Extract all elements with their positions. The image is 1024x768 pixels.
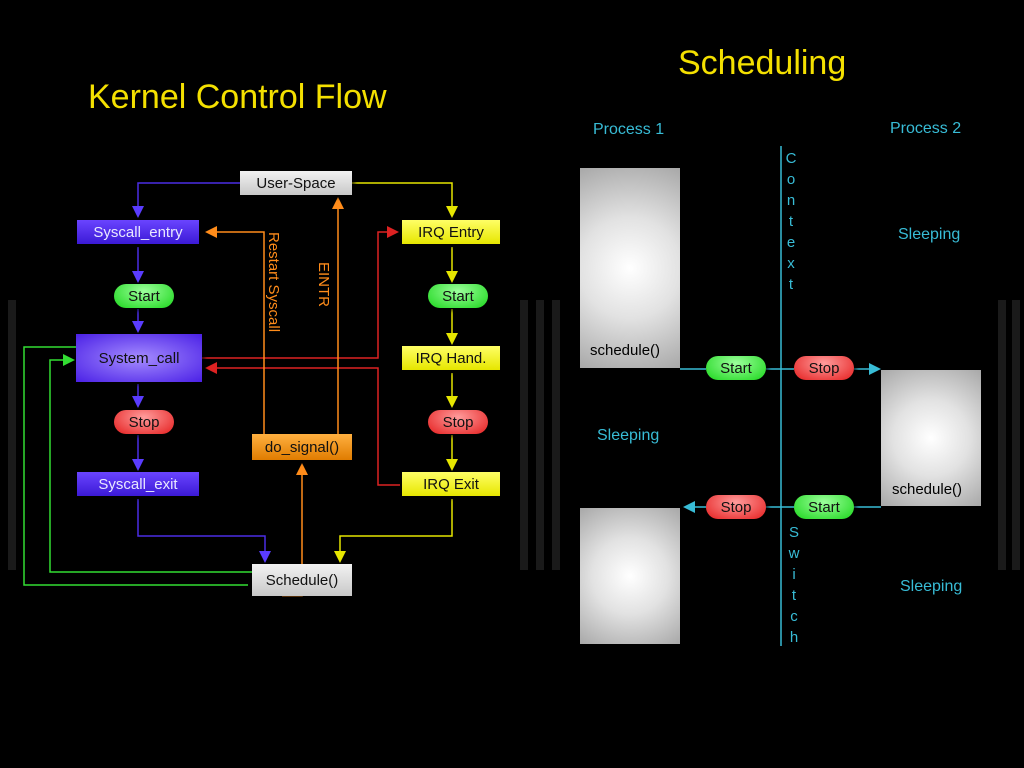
decorative-bar bbox=[552, 300, 560, 570]
sched-start-bottom-pill: Start bbox=[794, 495, 854, 519]
decorative-bar bbox=[1012, 300, 1020, 570]
irq-entry-box: IRQ Entry bbox=[402, 220, 500, 244]
process2-running-block bbox=[881, 370, 981, 506]
decorative-bar bbox=[520, 300, 528, 570]
stop-right-pill: Stop bbox=[428, 410, 488, 434]
kernel-flow-title: Kernel Control Flow bbox=[88, 78, 387, 116]
do-signal-box: do_signal() bbox=[252, 434, 352, 460]
process2-schedule-label: schedule() bbox=[892, 481, 963, 498]
switch-letter: h bbox=[789, 629, 799, 646]
switch-letter: c bbox=[790, 608, 798, 625]
process2-sleeping-top-label: Sleeping bbox=[898, 226, 961, 243]
start-right-pill: Start bbox=[428, 284, 488, 308]
start-left-pill: Start bbox=[114, 284, 174, 308]
decorative-bar bbox=[536, 300, 544, 570]
process1-running-block-top bbox=[580, 168, 680, 368]
sched-stop-top-pill: Stop bbox=[794, 356, 854, 380]
eintr-label: EINTR bbox=[315, 262, 332, 307]
process2-label: Process 2 bbox=[890, 120, 962, 137]
context-letter: C bbox=[785, 150, 797, 167]
switch-letter: t bbox=[791, 587, 797, 604]
context-letter: o bbox=[786, 171, 796, 188]
schedule-box: Schedule() bbox=[252, 564, 352, 596]
restart-syscall-label: Restart Syscall bbox=[265, 232, 282, 333]
irq-hand-box: IRQ Hand. bbox=[402, 346, 500, 370]
context-letter: e bbox=[786, 234, 796, 251]
syscall-entry-box: Syscall_entry bbox=[77, 220, 199, 244]
context-letter: t bbox=[788, 276, 794, 293]
context-letter: t bbox=[788, 213, 794, 230]
process2-sleeping-bottom-label: Sleeping bbox=[900, 578, 963, 595]
scheduling-title: Scheduling bbox=[678, 44, 847, 82]
context-letter: x bbox=[787, 255, 795, 272]
switch-letter: S bbox=[788, 524, 799, 541]
process1-running-block-bottom bbox=[580, 508, 680, 644]
sched-stop-bottom-pill: Stop bbox=[706, 495, 766, 519]
decorative-bar bbox=[998, 300, 1006, 570]
user-space-box: User-Space bbox=[240, 171, 352, 195]
switch-letter: i bbox=[792, 566, 796, 583]
process1-sleeping-label: Sleeping bbox=[597, 427, 660, 444]
decorative-bar bbox=[8, 300, 16, 570]
switch-letter: w bbox=[788, 545, 800, 562]
sched-start-top-pill: Start bbox=[706, 356, 766, 380]
system-call-box: System_call bbox=[76, 334, 202, 382]
context-letter: n bbox=[786, 192, 796, 209]
process1-label: Process 1 bbox=[593, 121, 665, 138]
stop-left-pill: Stop bbox=[114, 410, 174, 434]
syscall-exit-box: Syscall_exit bbox=[77, 472, 199, 496]
irq-exit-box: IRQ Exit bbox=[402, 472, 500, 496]
process1-schedule-label: schedule() bbox=[590, 342, 661, 359]
